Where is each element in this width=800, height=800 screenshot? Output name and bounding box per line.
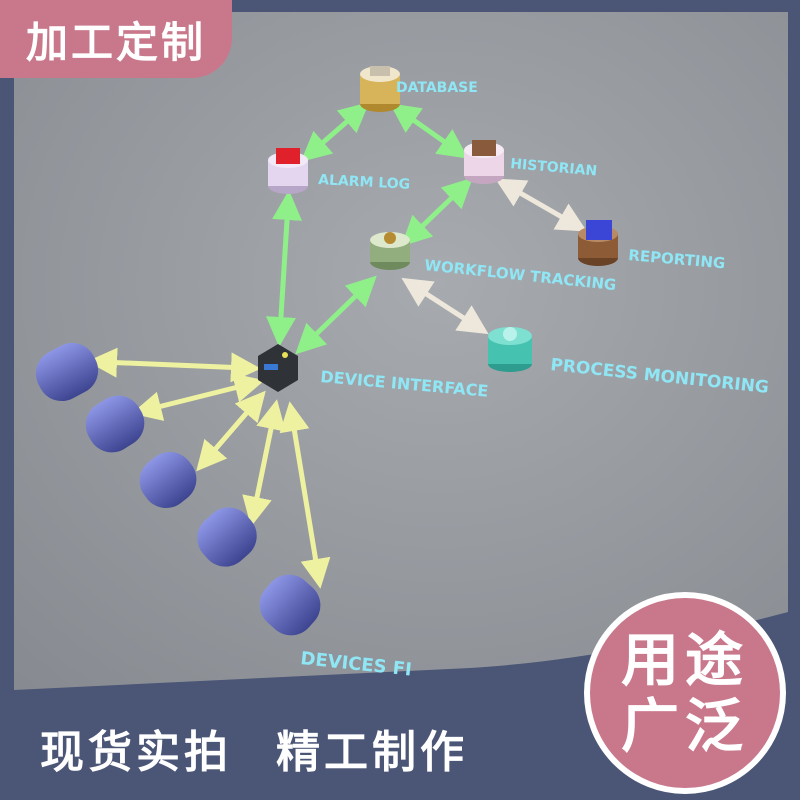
process-monitoring-node — [488, 327, 532, 372]
device-4 — [197, 507, 257, 567]
reporting-icon — [586, 220, 612, 240]
workflow-tracking-node — [370, 232, 410, 270]
database-icon — [370, 66, 390, 76]
corner-badge-line-1: 用途 — [620, 626, 749, 694]
device-3 — [139, 451, 197, 509]
workflow-icon — [384, 232, 396, 244]
alarm-log-label: ALARM LOG — [318, 172, 411, 193]
bottom-caption: 现货实拍精工制作 — [40, 716, 512, 780]
historian-icon — [472, 140, 496, 156]
custom-badge: 加工定制 — [0, 0, 232, 78]
caption-2: 精工制作 — [276, 727, 468, 778]
historian-label: HISTORIAN — [510, 156, 598, 180]
caption-1: 现货实拍 — [40, 727, 232, 778]
database-label: DATABASE — [396, 80, 478, 96]
yellow-links — [87, 347, 331, 589]
device-interface-node — [258, 344, 298, 392]
process-icon — [503, 327, 517, 341]
device-1 — [35, 342, 99, 402]
historian-node — [464, 140, 504, 184]
device-list — [35, 342, 321, 636]
alarm-log-node — [268, 148, 308, 194]
device-interface-icon — [264, 364, 278, 370]
device-5 — [259, 574, 321, 636]
green-links — [265, 102, 473, 355]
corner-badge-line-2: 广泛 — [620, 692, 749, 760]
alarm-icon — [276, 148, 300, 164]
corner-badge: 用途 广泛 — [584, 592, 786, 794]
badge-text: 加工定制 — [25, 17, 206, 67]
reporting-node — [578, 220, 618, 266]
device-2 — [85, 395, 145, 453]
beige-links — [401, 178, 587, 335]
